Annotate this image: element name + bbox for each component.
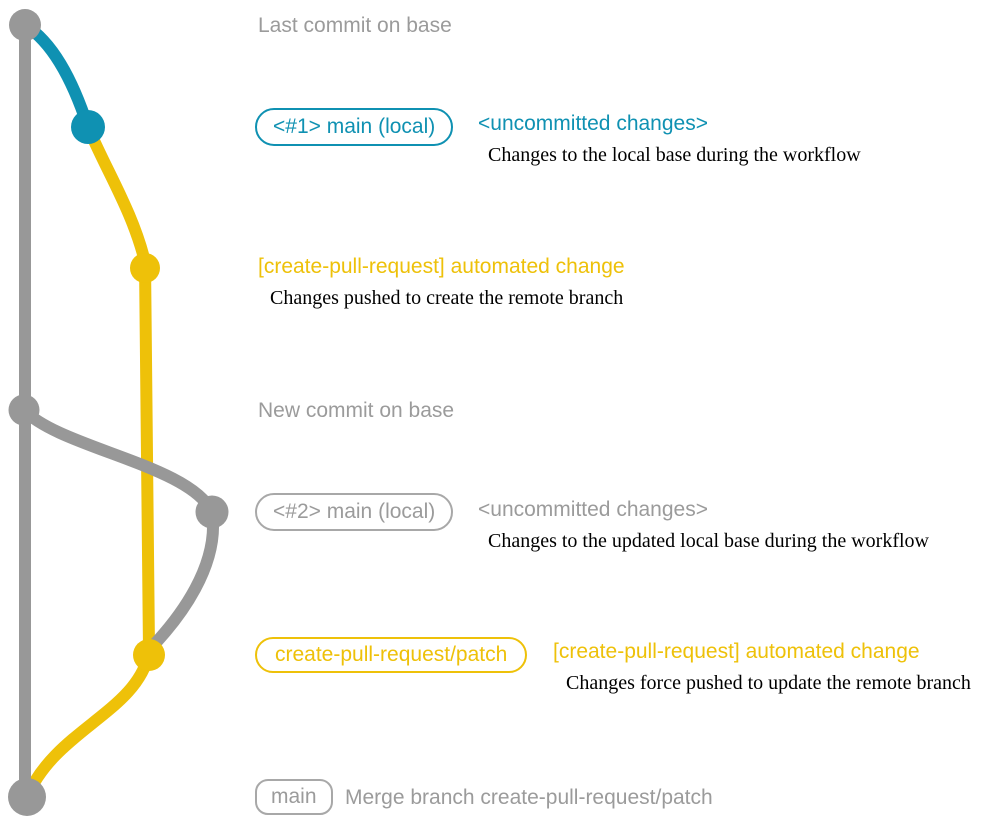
node-uncommitted-2 xyxy=(195,495,229,529)
edge-remote-branch xyxy=(82,121,155,656)
desc-automated-change-1: Changes pushed to create the remote bran… xyxy=(270,287,624,309)
desc-uncommitted-changes-2: Changes to the updated local base during… xyxy=(488,530,929,552)
node-merge-commit xyxy=(8,778,46,816)
desc-uncommitted-changes-1: Changes to the local base during the wor… xyxy=(488,144,861,166)
label-new-commit: New commit on base xyxy=(258,399,455,422)
edge-remote-merge xyxy=(21,647,155,803)
label-uncommitted-changes-1: <uncommitted changes> xyxy=(478,112,708,135)
branch-badge-main: main xyxy=(255,779,333,815)
branch-badge-create-pull-request-patch: create-pull-request/patch xyxy=(255,637,528,673)
edge-local-branch-2b xyxy=(143,506,220,656)
node-automated-change-1 xyxy=(130,253,160,283)
label-automated-change-1: [create-pull-request] automated change xyxy=(258,255,625,278)
label-automated-change-2: [create-pull-request] automated change xyxy=(553,640,920,663)
node-last-commit-on-base xyxy=(9,9,41,41)
branch-badge-main-local-1: <#1> main (local) xyxy=(255,108,454,146)
edge-local-branch-1 xyxy=(19,19,94,133)
node-new-commit-on-base xyxy=(8,394,40,426)
node-automated-change-2 xyxy=(133,639,165,671)
node-uncommitted-1 xyxy=(71,110,105,144)
label-last-commit: Last commit on base xyxy=(258,14,452,37)
edge-local-branch-2a xyxy=(18,404,218,518)
label-merge-commit: Merge branch create-pull-request/patch xyxy=(345,786,713,809)
desc-automated-change-2: Changes force pushed to update the remot… xyxy=(566,672,971,694)
label-uncommitted-changes-2: <uncommitted changes> xyxy=(478,498,708,521)
branch-badge-main-local-2: <#2> main (local) xyxy=(255,493,454,531)
git-graph xyxy=(8,9,229,816)
